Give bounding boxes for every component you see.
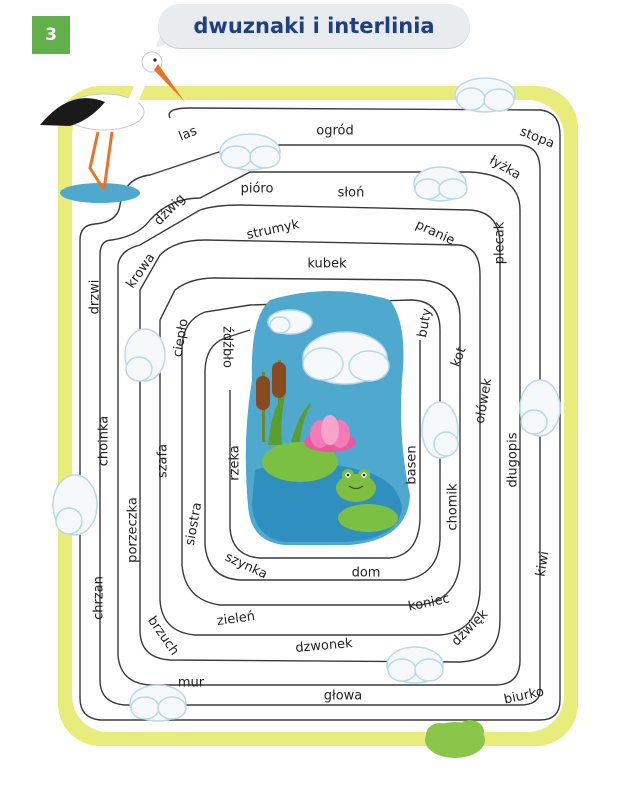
page-number: 3 [45,25,57,45]
stork-wing [40,98,105,126]
lane-line-4 [117,204,501,663]
page-number-badge: 3 [32,16,70,54]
page-title: dwuznaki i interlinia [193,14,435,38]
cloud [52,474,98,536]
cloud [129,684,187,722]
maze-word: mur [178,676,205,691]
lane-line-6 [159,277,461,606]
stork-leg [102,131,114,191]
maze-word: choinka [97,416,112,466]
cloud [421,401,459,459]
stork-eye [153,58,157,62]
maze-word: chrzan [92,576,107,620]
lane-line-3 [111,171,521,686]
maze-word: zieleń [216,609,256,629]
stork-illustration [40,51,185,203]
cloud [413,166,468,202]
clouds [52,77,561,722]
maze-word: długopis [506,432,521,487]
maze-word: źdźbło [220,326,235,368]
maze-word: słoń [338,186,365,201]
maze-word: plecak [493,221,508,264]
maze-word: ciepło [170,318,191,359]
cloud [519,379,561,437]
lotus-flower [304,415,356,452]
cattail-head [272,362,286,398]
maze-word: basen [405,445,420,484]
frog [336,469,376,502]
cloud [386,646,444,684]
maze-word: dzwonek [295,636,354,656]
cloud [302,331,390,385]
lane-line-8 [204,329,421,559]
maze-word: rzeka [228,445,243,480]
bush [425,720,485,758]
title-bubble: dwuznaki i interlinia [158,4,470,48]
lily-pad [338,504,398,532]
reed-leaves [268,395,312,445]
maze-word: chomik [446,483,461,531]
maze-word: siostra [183,501,205,546]
lane-line-1 [79,107,561,721]
maze-word: buty [415,307,435,339]
stork-beak [154,64,185,102]
maze-word: kot [449,345,470,369]
maze-word: las [177,124,200,145]
maze-word: kubek [307,257,347,272]
pond-scene [245,291,410,545]
lily-pad [262,442,338,482]
maze-word: drzwi [88,280,103,315]
cloud [124,328,166,382]
maze-word: porzeczka [126,497,141,563]
maze-word: szafa [156,444,171,478]
stork-puddle [60,183,140,203]
lane-line-5 [139,239,481,636]
cattail-head [256,376,270,410]
cattail-stem [278,360,281,440]
maze-word: głowa [324,689,363,704]
maze-word: ogród [316,124,353,139]
maze-word: dom [352,566,381,581]
cloud [267,309,313,335]
maze-word: pióro [241,182,274,197]
maze-word: kiwi [533,550,552,578]
cloud [219,133,281,171]
stork-leg [88,131,106,191]
cloud [454,77,516,113]
